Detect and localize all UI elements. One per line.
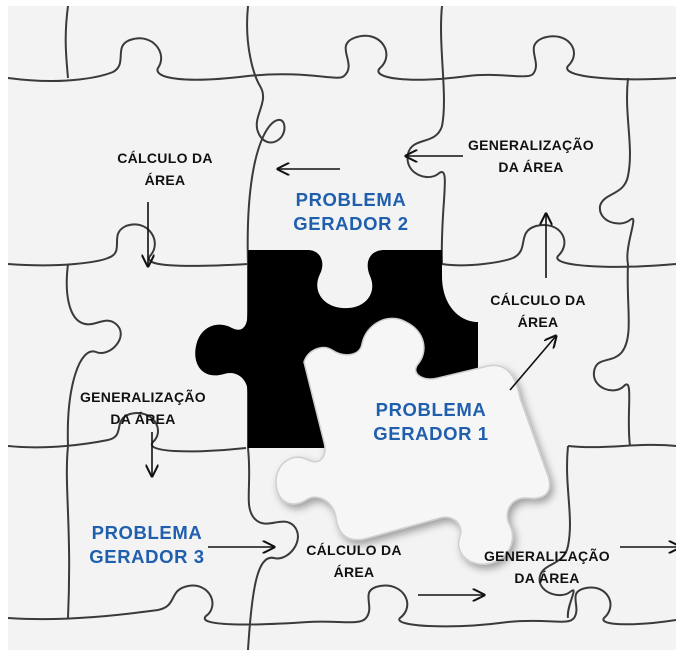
label-calculo-mid-right: CÁLCULO DA ÁREA [490,292,586,330]
label-problema-gerador-1: PROBLEMA GERADOR 1 [373,399,489,445]
label-calculo-top-left: CÁLCULO DA ÁREA [117,150,213,188]
label-problema-gerador-3: PROBLEMA GERADOR 3 [89,522,205,568]
label-generalizacao-bottom-right: GENERALIZAÇÃO DA ÁREA [483,548,610,586]
arrows [148,156,676,595]
arrow-icon [509,336,556,391]
label-generalizacao-top-right: GENERALIZAÇÃO DA ÁREA [467,137,594,175]
puzzle-board [8,6,676,650]
label-calculo-bottom: CÁLCULO DA ÁREA [306,542,402,580]
label-generalizacao-mid-left: GENERALIZAÇÃO DA ÁREA [79,389,206,427]
label-problema-gerador-2: PROBLEMA GERADOR 2 [293,189,409,235]
puzzle-piece-icon [275,317,551,565]
